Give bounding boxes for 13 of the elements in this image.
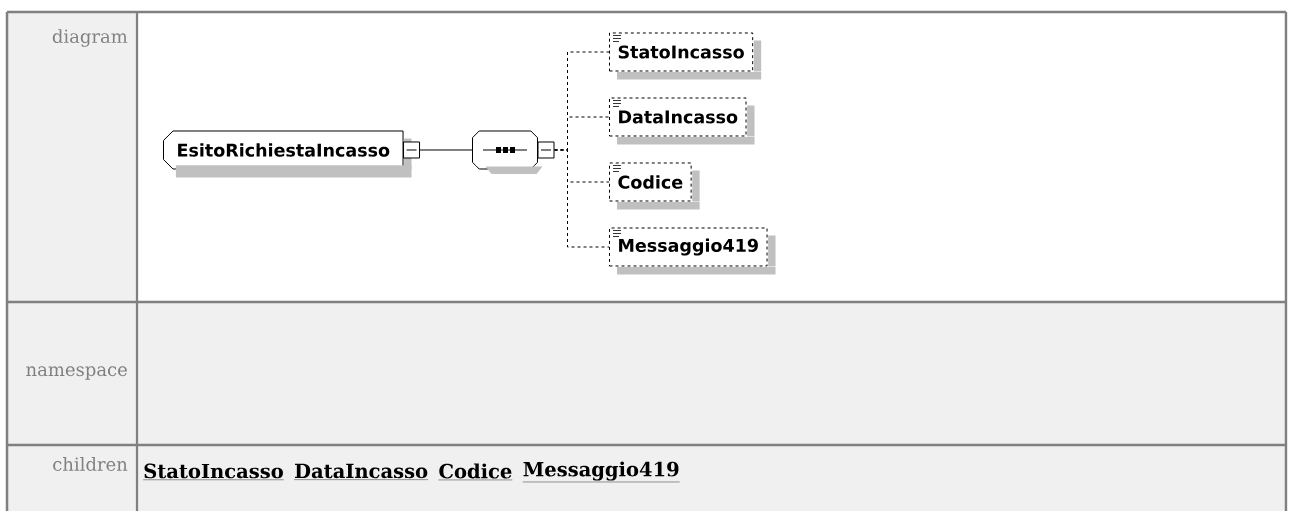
optional-element-box: Codice: [609, 162, 700, 210]
sequence-compositor: [472, 130, 555, 174]
optional-element-box: StatoIncasso: [609, 32, 762, 80]
element-box: EsitoRichiestaIncasso: [163, 130, 421, 178]
row-label: children: [53, 457, 128, 471]
link: Codice: [438, 463, 513, 481]
link: Messaggio419: [522, 461, 680, 483]
row-label: namespace: [26, 366, 127, 380]
optional-element-box: Messaggio419: [609, 227, 776, 275]
link: StatoIncasso: [143, 463, 284, 480]
row-label: diagram: [52, 29, 128, 47]
link: DataIncasso: [293, 463, 429, 480]
optional-element-box: DataIncasso: [609, 97, 755, 145]
